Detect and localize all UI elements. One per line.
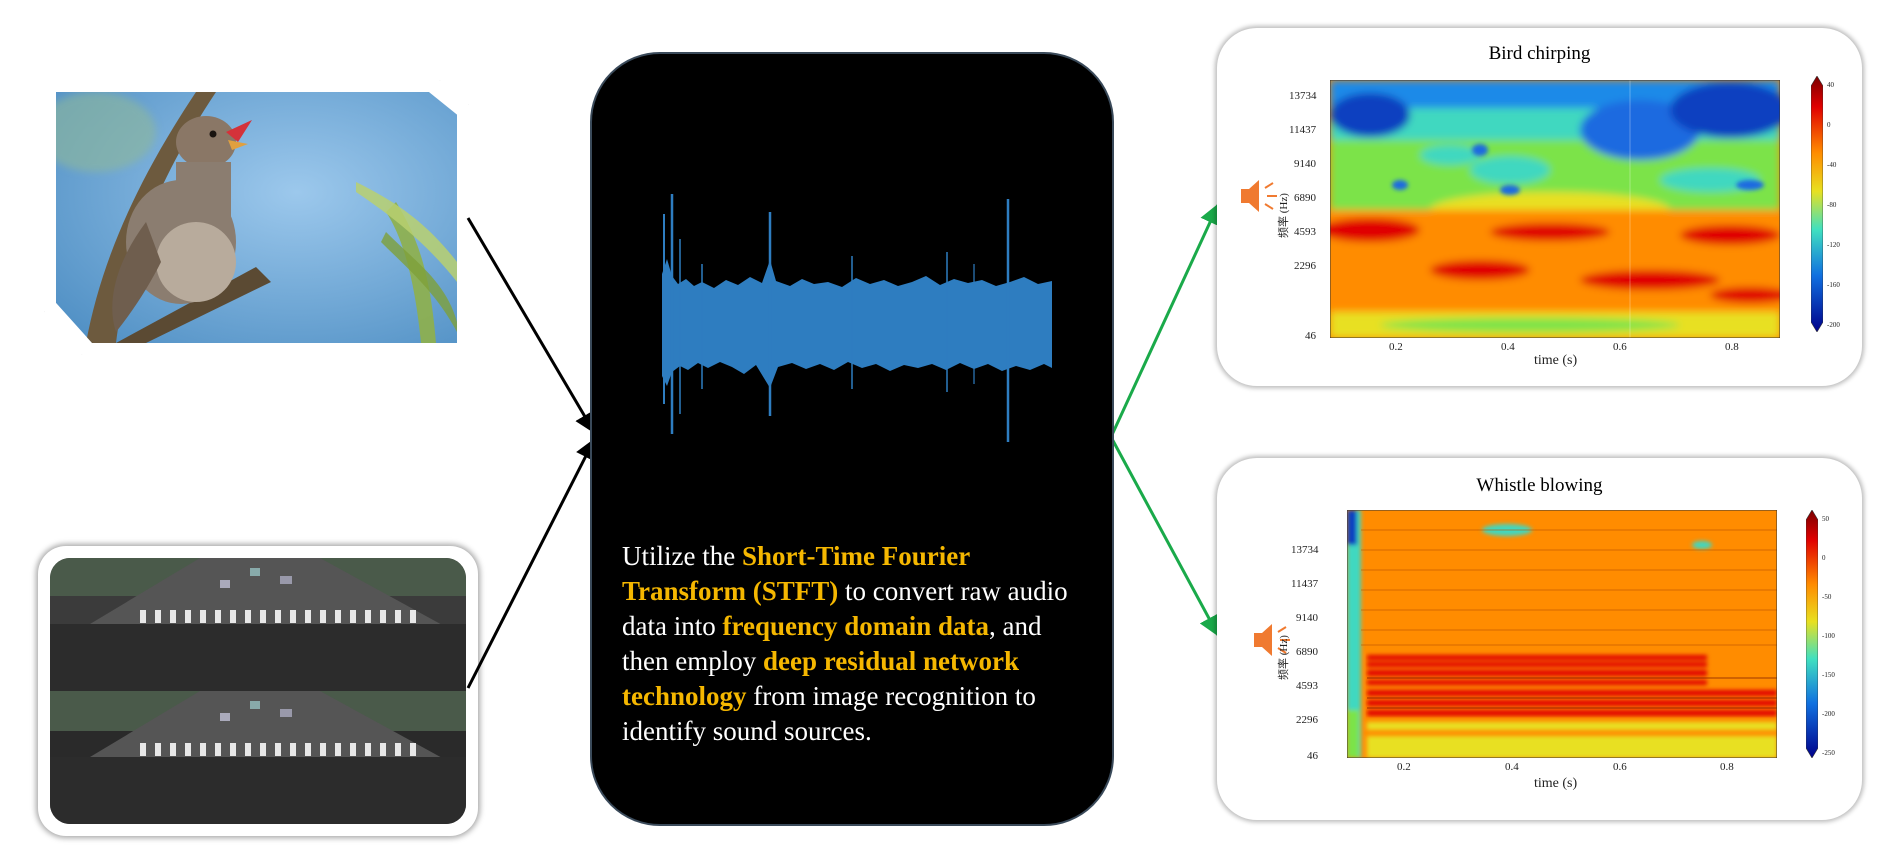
colorbar-tick: -160 bbox=[1827, 281, 1840, 289]
desc-highlight-frequency-domain: frequency domain data bbox=[722, 611, 990, 641]
colorbar-tick: -40 bbox=[1827, 161, 1837, 169]
y-tick: 2296 bbox=[1296, 714, 1318, 726]
arrow-street-to-panel bbox=[466, 438, 596, 689]
stft-description: Utilize the Short-Time Fourier Transform… bbox=[622, 539, 1092, 749]
colorbar bbox=[1806, 510, 1818, 758]
y-tick: 4593 bbox=[1296, 680, 1318, 692]
desc-highlight-resnet: deep residual network technology bbox=[622, 646, 1019, 711]
arrow-bird-to-panel bbox=[466, 217, 596, 434]
y-tick: 6890 bbox=[1296, 646, 1318, 658]
y-tick: 9140 bbox=[1294, 158, 1316, 170]
colorbar bbox=[1811, 76, 1823, 332]
y-tick: 11437 bbox=[1289, 124, 1317, 136]
colorbar-tick: -120 bbox=[1827, 241, 1840, 249]
colorbar-tick: -150 bbox=[1822, 671, 1835, 679]
x-axis-label: time (s) bbox=[1534, 776, 1578, 791]
colorbar-tick: 50 bbox=[1822, 515, 1829, 523]
x-tick: 0.2 bbox=[1389, 341, 1403, 353]
spectrogram-card-bird: Bird chirping 频率 (Hz) bbox=[1217, 28, 1862, 386]
x-tick: 0.8 bbox=[1720, 761, 1734, 773]
colorbar-tick: 0 bbox=[1827, 121, 1831, 129]
x-tick: 0.2 bbox=[1397, 761, 1411, 773]
y-tick: 46 bbox=[1307, 750, 1318, 762]
y-tick: 6890 bbox=[1294, 192, 1316, 204]
chart-title: Bird chirping bbox=[1488, 43, 1591, 64]
arrow-panel-to-bird-spectrogram bbox=[1109, 203, 1220, 438]
y-axis-label: 频率 (Hz) bbox=[1278, 635, 1290, 680]
spectrogram-card-whistle: Whistle blowing 频率 (Hz) bbox=[1217, 458, 1862, 820]
street-photo bbox=[50, 558, 466, 824]
street-scene-top bbox=[50, 558, 466, 691]
spectrogram-heatmap-whistle bbox=[1347, 510, 1777, 758]
x-tick: 0.8 bbox=[1725, 341, 1739, 353]
colorbar-tick: -200 bbox=[1822, 710, 1835, 718]
y-tick: 13734 bbox=[1289, 90, 1317, 102]
x-axis-label: time (s) bbox=[1534, 353, 1578, 368]
colorbar-tick: -100 bbox=[1822, 632, 1835, 640]
x-tick: 0.4 bbox=[1501, 341, 1515, 353]
y-tick: 11437 bbox=[1291, 578, 1319, 590]
stft-panel: Utilize the Short-Time Fourier Transform… bbox=[590, 52, 1114, 826]
colorbar-tick: -50 bbox=[1822, 593, 1832, 601]
street-scene-bottom bbox=[50, 691, 466, 824]
desc-highlight-stft: Short-Time Fourier Transform (STFT) bbox=[622, 541, 970, 606]
y-tick: 46 bbox=[1305, 330, 1316, 342]
colorbar-tick: 0 bbox=[1822, 554, 1826, 562]
desc-part3: , and then employ bbox=[622, 611, 1042, 676]
x-tick: 0.4 bbox=[1505, 761, 1519, 773]
colorbar-tick: -200 bbox=[1827, 321, 1840, 329]
chart-title: Whistle blowing bbox=[1476, 475, 1603, 496]
speaker-icon bbox=[1241, 180, 1277, 212]
y-tick: 9140 bbox=[1296, 612, 1318, 624]
y-axis-label: 频率 (Hz) bbox=[1278, 193, 1290, 238]
desc-part2: to convert raw audio data into bbox=[622, 576, 1068, 641]
y-tick: 2296 bbox=[1294, 260, 1316, 272]
bird-photo-frame bbox=[44, 80, 469, 355]
speaker-icon bbox=[1254, 624, 1290, 656]
x-tick: 0.6 bbox=[1613, 761, 1627, 773]
desc-part1: Utilize the bbox=[622, 541, 742, 571]
audio-waveform bbox=[662, 194, 1052, 442]
bird-photo bbox=[56, 92, 457, 343]
desc-part4: from image recognition to identify sound… bbox=[622, 681, 1036, 746]
y-tick: 4593 bbox=[1294, 226, 1316, 238]
spectrogram-heatmap-bird bbox=[1330, 80, 1780, 338]
x-tick: 0.6 bbox=[1613, 341, 1627, 353]
colorbar-tick: -80 bbox=[1827, 201, 1837, 209]
colorbar-tick: 40 bbox=[1827, 81, 1834, 89]
colorbar-tick: -250 bbox=[1822, 749, 1835, 757]
arrow-panel-to-whistle-spectrogram bbox=[1109, 436, 1220, 637]
y-tick: 13734 bbox=[1291, 544, 1319, 556]
street-photo-frame bbox=[38, 546, 478, 836]
